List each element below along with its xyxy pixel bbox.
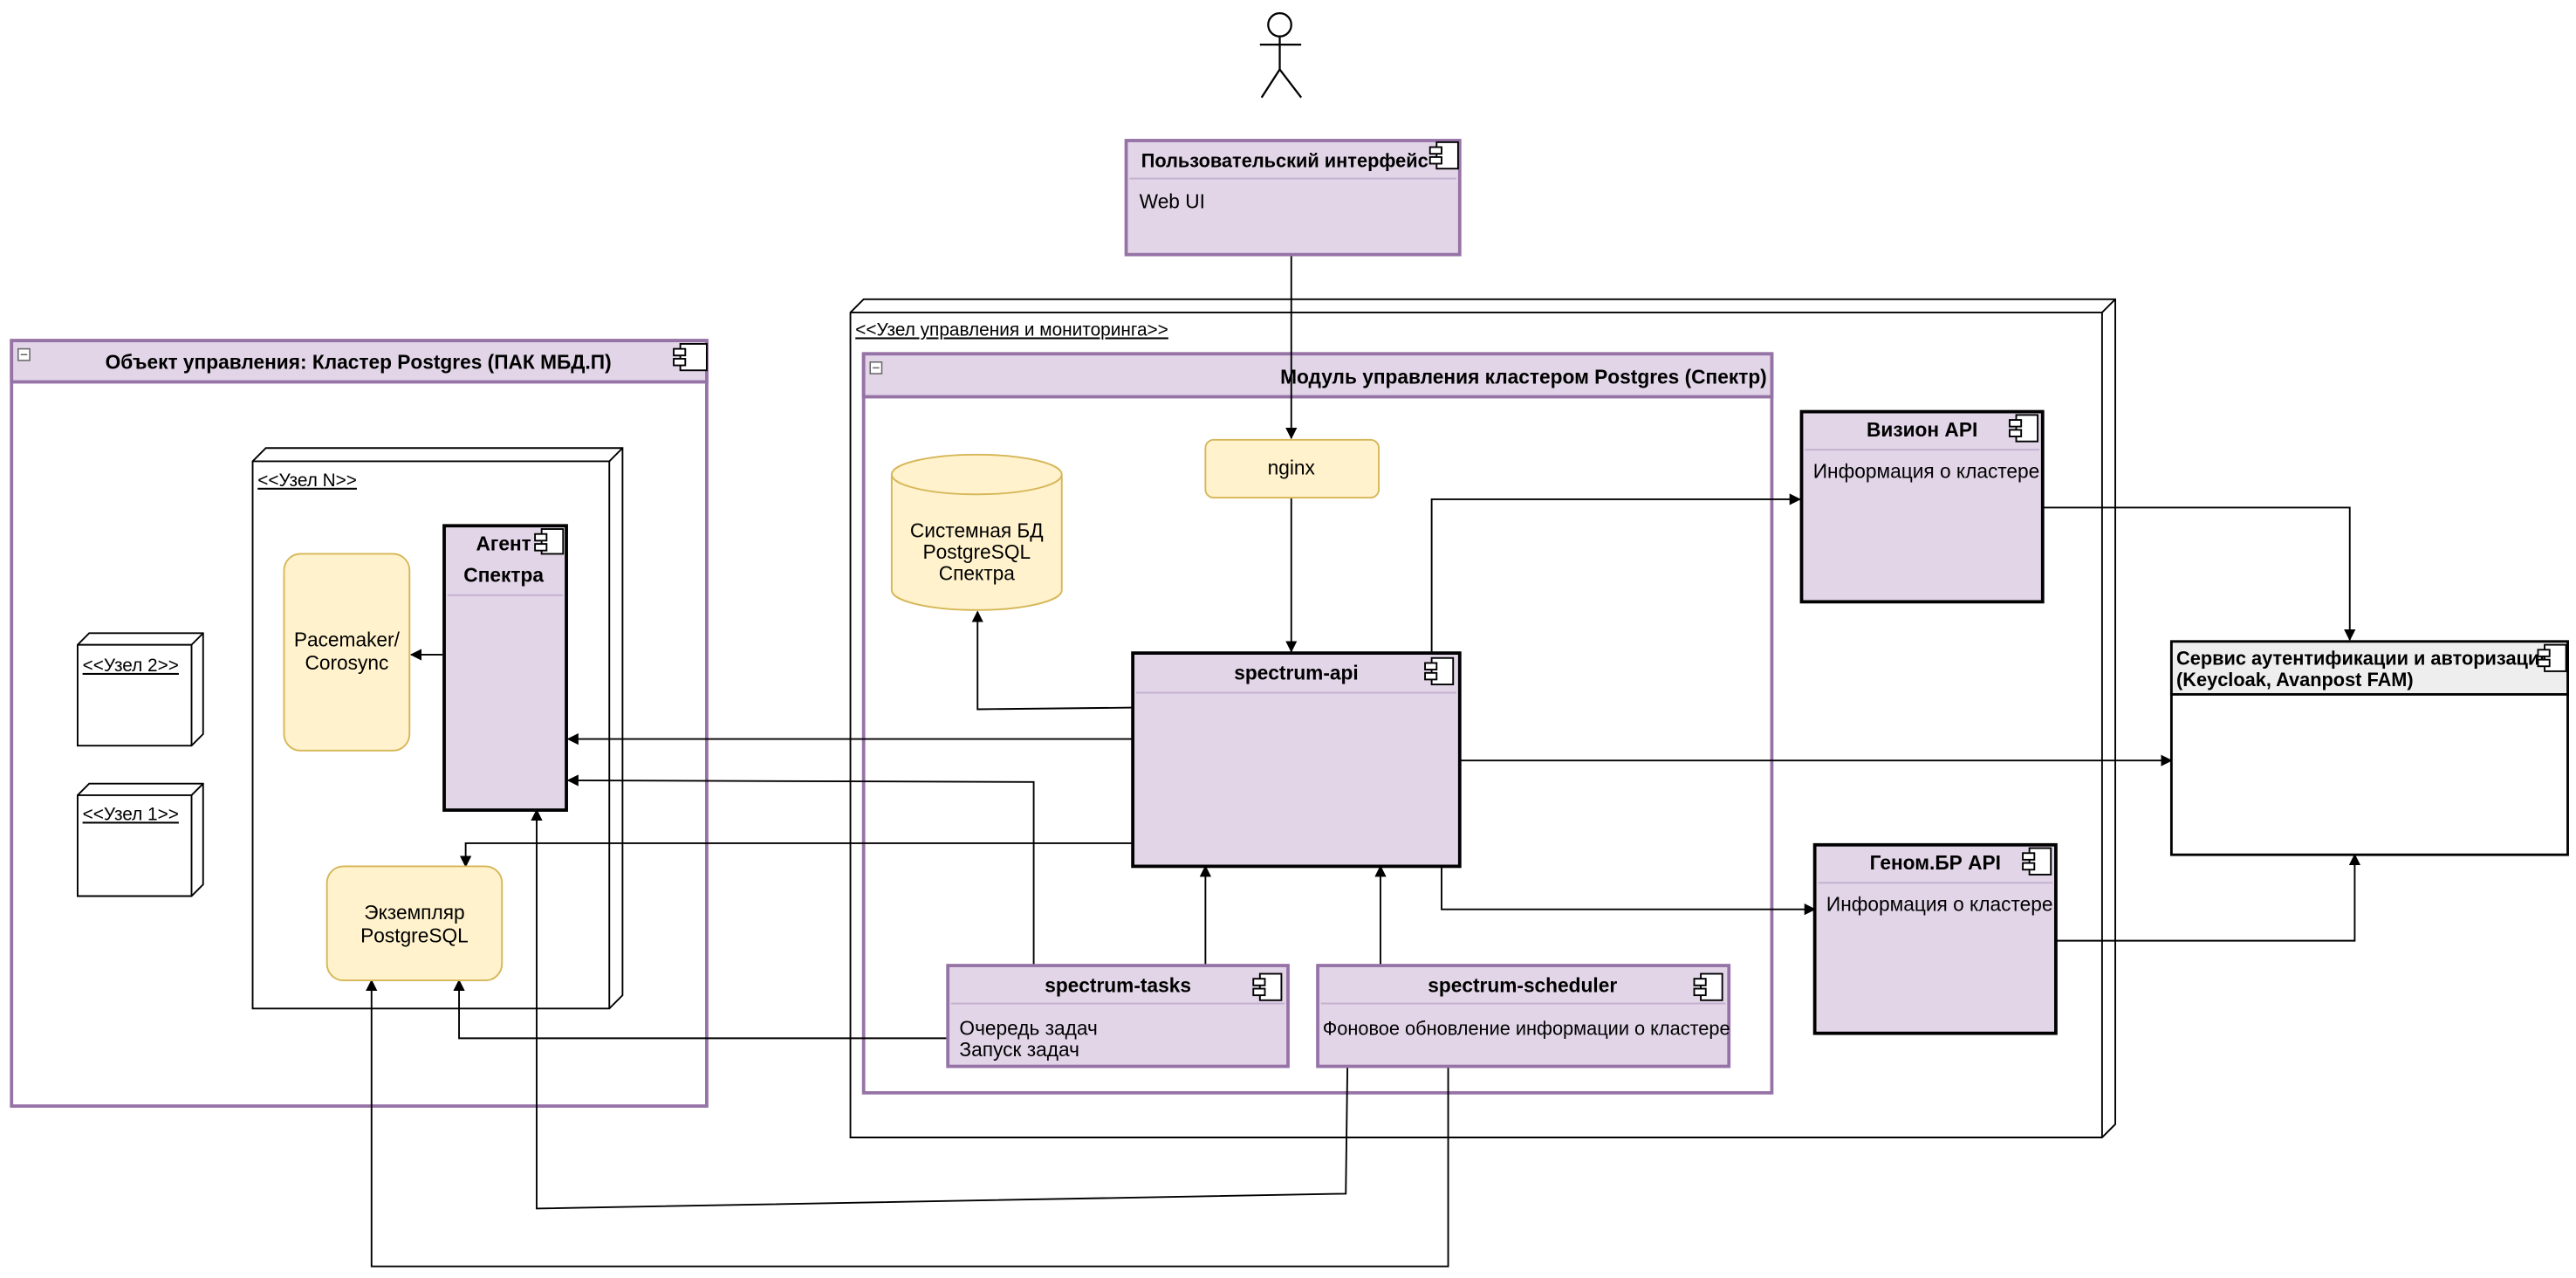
edge-api-to-pg	[460, 842, 1134, 868]
component-icon	[1428, 141, 1459, 170]
component-icon	[534, 528, 565, 555]
user-actor-icon	[1259, 12, 1303, 99]
spectrum-api-title: spectrum-api	[1234, 661, 1359, 684]
system-db-line1: Системная БД	[910, 519, 1044, 542]
edge-tasks-to-agent	[566, 774, 1035, 966]
system-database[interactable]: Системная БД PostgreSQL Спектра	[890, 453, 1063, 611]
system-db-line3: Спектра	[939, 562, 1015, 585]
pg-instance-line2: PostgreSQL	[360, 924, 469, 947]
genom-api-title: Геном.БР API	[1870, 851, 2001, 874]
component-icon	[2537, 643, 2567, 672]
auth-service-line1: Сервис аутентификации и авторизации	[2176, 647, 2552, 669]
edge-api-to-db	[971, 610, 1134, 711]
genom-api-component[interactable]: Геном.БР API Информация о кластере	[1812, 842, 2058, 1035]
spectrum-tasks-line1: Очередь задач	[959, 1017, 1097, 1040]
agent-component[interactable]: Агент Спектра	[442, 524, 568, 812]
component-icon	[1424, 656, 1455, 686]
component-icon	[2022, 847, 2052, 876]
nginx-service[interactable]: nginx	[1204, 438, 1380, 499]
user-interface-title: Пользовательский интерфейс	[1141, 149, 1428, 171]
spectrum-tasks-line2: Запуск задач	[959, 1038, 1079, 1061]
edge-genom-to-auth	[2055, 853, 2361, 942]
nginx-label: nginx	[1268, 457, 1316, 479]
node-n-label: <<Узел N>>	[257, 471, 357, 491]
genom-api-body: Информация о кластере	[1826, 893, 2053, 916]
component-icon	[1252, 972, 1283, 1001]
node-2-label: <<Узел 2>>	[83, 656, 179, 676]
node-1-label: <<Узел 1>>	[83, 804, 179, 824]
spectrum-tasks-title: spectrum-tasks	[1045, 973, 1191, 996]
vizion-api-component[interactable]: Визион API Информация о кластере	[1799, 409, 2045, 604]
pacemaker-line1: Pacemaker/	[294, 629, 401, 651]
system-db-line2: PostgreSQL	[922, 540, 1031, 563]
spectrum-scheduler-title: spectrum-scheduler	[1428, 973, 1617, 996]
edge-scheduler-to-pg	[366, 979, 1449, 1268]
spectrum-api-component[interactable]: spectrum-api	[1131, 651, 1462, 869]
agent-line2: Спектра	[463, 564, 544, 587]
pacemaker-line2: Corosync	[305, 651, 388, 674]
spectrum-module-title: Модуль управления кластером Postgres (Сп…	[1280, 365, 1767, 388]
pg-instance-line1: Экземпляр	[364, 901, 464, 924]
agent-line1: Агент	[476, 532, 531, 555]
component-icon	[2008, 414, 2039, 443]
auth-service-component[interactable]: Сервис аутентификации и авторизации (Key…	[2169, 640, 2569, 856]
edge-scheduler-to-agent	[531, 808, 1349, 1210]
connectors	[366, 254, 2361, 1268]
spectrum-scheduler-component[interactable]: spectrum-scheduler Фоновое обновление ин…	[1316, 964, 1731, 1068]
edge-vizion-to-auth	[2042, 506, 2356, 642]
user-interface-body: Web UI	[1140, 190, 1205, 213]
node-2[interactable]: <<Узел 2>>	[76, 632, 204, 747]
postgresql-instance[interactable]: Экземпляр PostgreSQL	[325, 865, 504, 982]
node-1[interactable]: <<Узел 1>>	[76, 782, 204, 897]
spectrum-tasks-component[interactable]: spectrum-tasks Очередь задач Запуск зада…	[946, 964, 1290, 1068]
component-icon	[673, 342, 708, 372]
edge-api-to-genom	[1441, 866, 1816, 916]
spectrum-scheduler-body: Фоновое обновление информации о кластере	[1323, 1018, 1730, 1040]
vizion-api-body: Информация о кластере	[1813, 459, 2040, 482]
auth-service-line2: (Keycloak, Avanpost FAM)	[2176, 669, 2414, 691]
pacemaker-service[interactable]: Pacemaker/ Corosync	[283, 553, 411, 752]
component-icon	[1693, 972, 1723, 1001]
management-node-label: <<Узел управления и мониторинга>>	[855, 320, 1168, 340]
vizion-api-title: Визион API	[1867, 418, 1977, 441]
edge-api-to-vizion	[1430, 493, 1801, 652]
cluster-object-title: Объект управления: Кластер Postgres (ПАК…	[106, 350, 612, 373]
user-interface-component[interactable]: Пользовательский интерфейс Web UI	[1124, 139, 1462, 257]
edge-tasks-to-pg	[453, 979, 949, 1040]
